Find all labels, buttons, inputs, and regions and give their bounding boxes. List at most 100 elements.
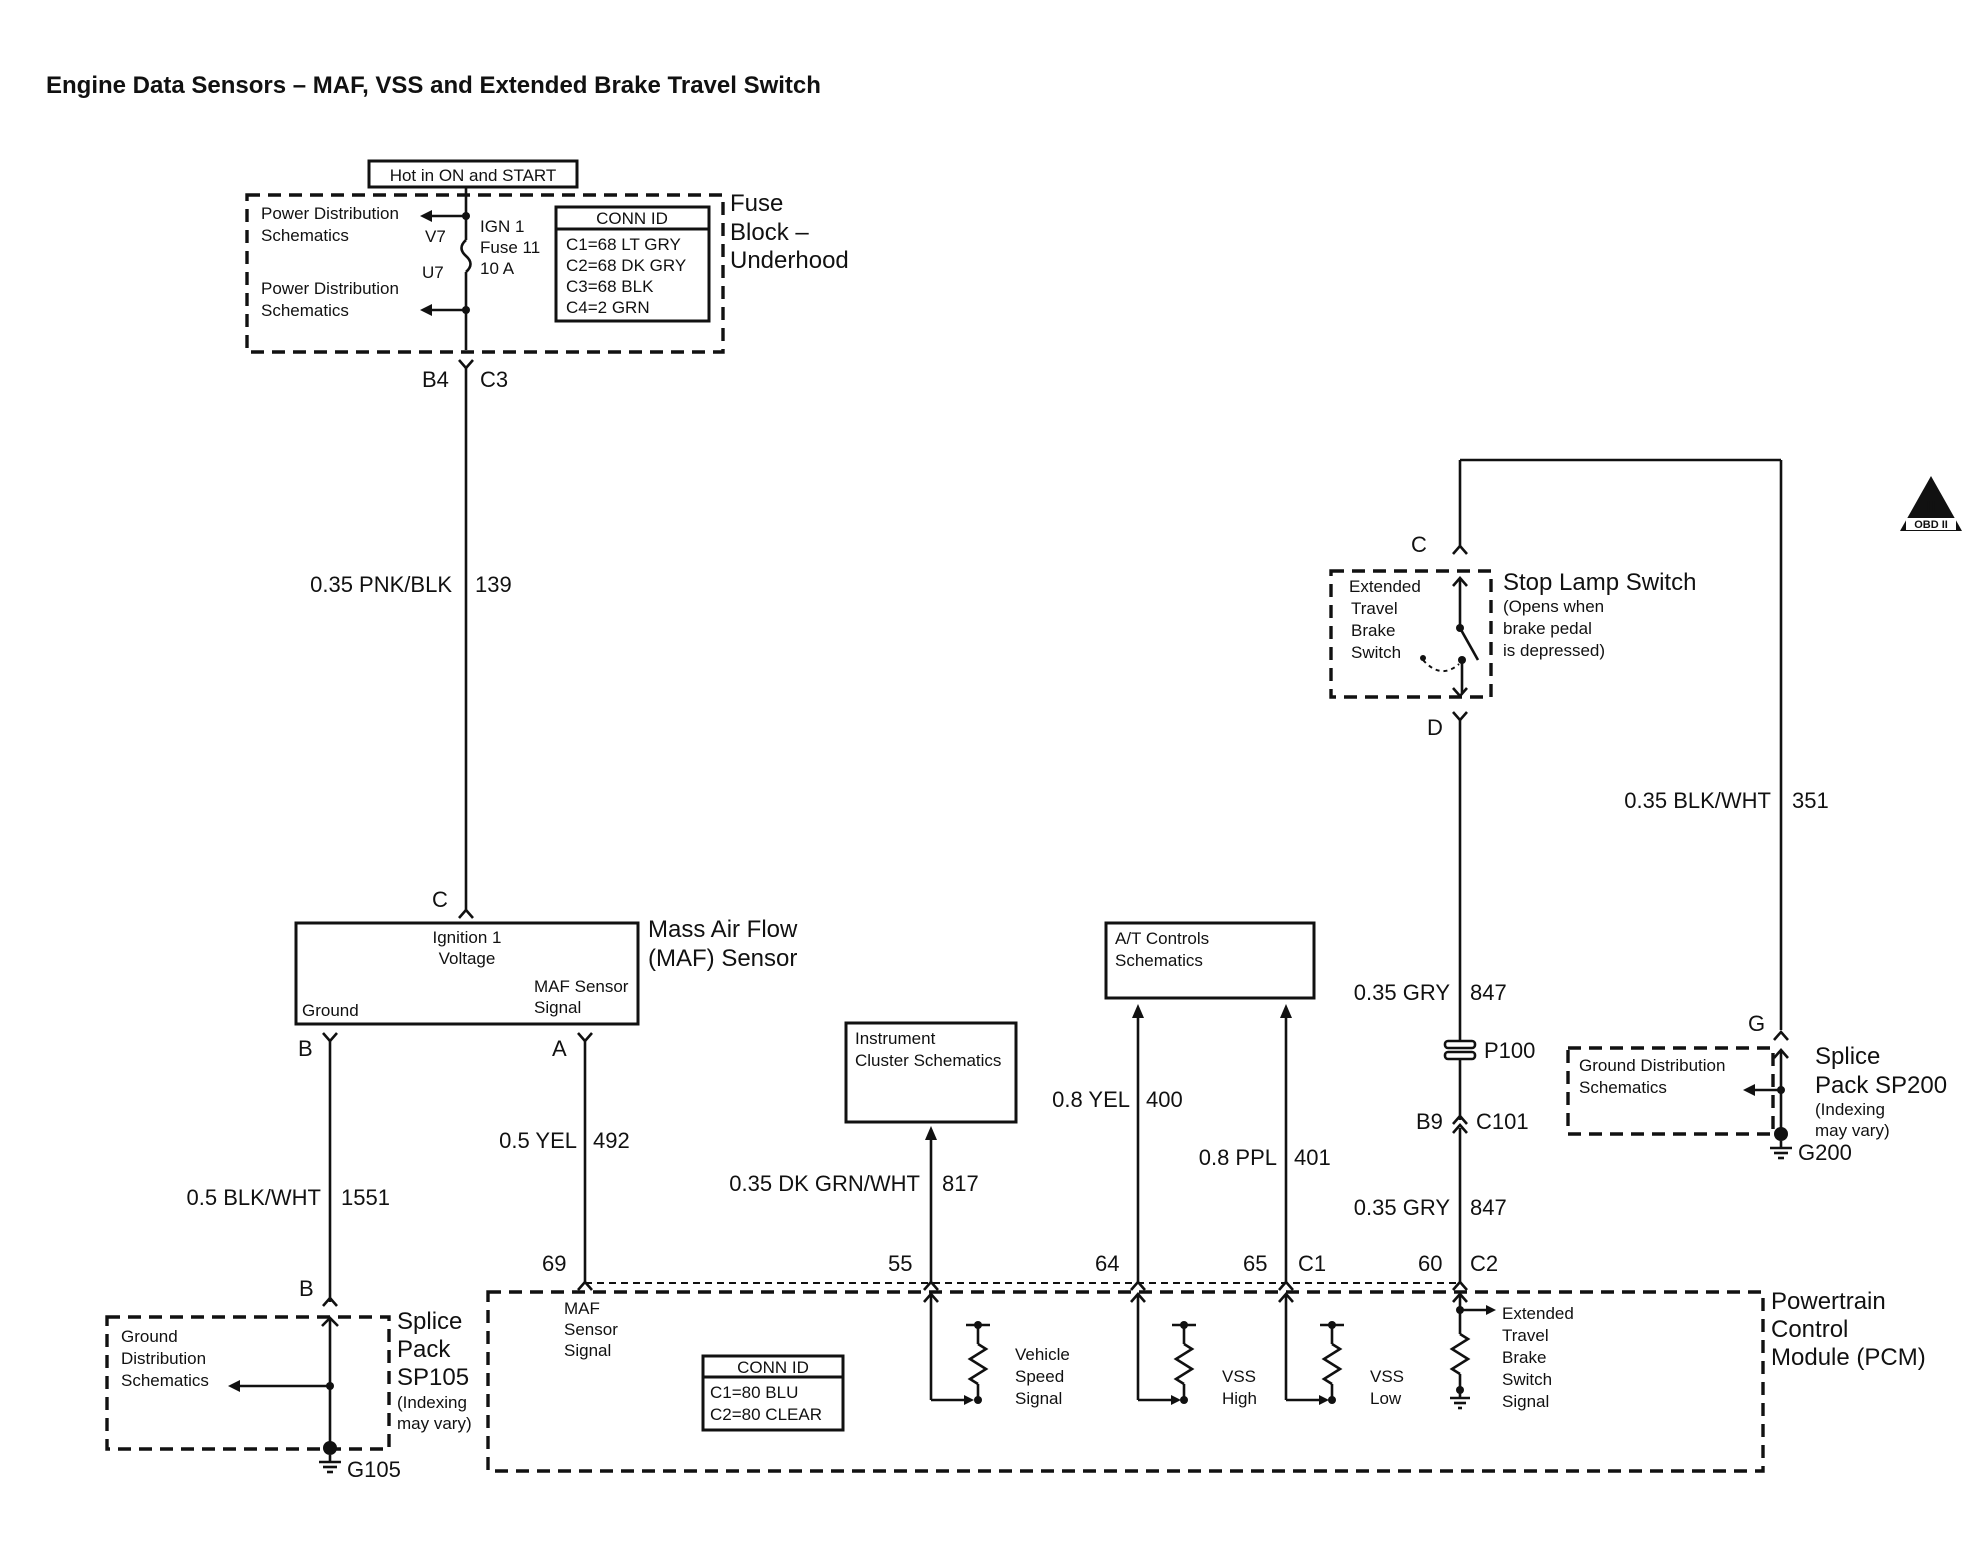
wire-139-gauge: 0.35 PNK/BLK: [310, 572, 452, 597]
wire-400-gauge: 0.8 YEL: [1052, 1087, 1130, 1112]
wire-400-circuit: 400: [1146, 1087, 1183, 1112]
wire-401-circuit: 401: [1294, 1145, 1331, 1170]
pcm-pin-55: 55: [888, 1251, 912, 1276]
pcm-name-3: Module (PCM): [1771, 1344, 1926, 1371]
brake-signal-2: Travel: [1502, 1326, 1549, 1345]
at-controls-label-2: Schematics: [1115, 951, 1203, 970]
pd-schematics-top-2: Schematics: [261, 226, 349, 245]
c101-connector-bottom: [1452, 1123, 1468, 1134]
wire-847-upper-gauge: 0.35 GRY: [1354, 980, 1451, 1005]
wire-139-circuit: 139: [475, 572, 512, 597]
vss-signal-3: Signal: [1015, 1389, 1062, 1408]
obd-ii-roman: II: [1926, 497, 1935, 516]
sp105-name-3: SP105: [397, 1364, 469, 1391]
wire-847-lower-gauge: 0.35 GRY: [1354, 1195, 1451, 1220]
wire-817-gauge: 0.35 DK GRN/WHT: [729, 1171, 920, 1196]
fuse-conn-c1: C1=68 LT GRY: [566, 235, 681, 254]
fuse-conn-id-box: [554, 205, 711, 323]
fuse-conn-id-title: CONN ID: [596, 209, 668, 228]
wire-817: [925, 1126, 937, 1283]
page-title: Engine Data Sensors – MAF, VSS and Exten…: [46, 72, 821, 99]
sp200-splice: [1743, 1048, 1789, 1132]
fuse-label-2: Fuse 11: [480, 238, 540, 257]
instrument-cluster-box: [844, 1021, 1018, 1124]
fuse-block-outline: [245, 193, 725, 354]
sp105-name-2: Pack: [397, 1336, 451, 1363]
brake-signal-5: Signal: [1502, 1392, 1549, 1411]
stop-lamp-pin-c: C: [1411, 532, 1427, 557]
sp200-gd-1: Ground Distribution: [1579, 1056, 1725, 1075]
pd-schematics-bottom-2: Schematics: [261, 301, 349, 320]
c101-pin-b9: B9: [1416, 1109, 1443, 1134]
vss-high-1: VSS: [1222, 1367, 1256, 1386]
sp105-gd-2: Distribution: [121, 1349, 206, 1368]
pcm-pin-65: 65: [1243, 1251, 1267, 1276]
brake-signal-3: Brake: [1502, 1348, 1546, 1367]
pcm-outline: [486, 1290, 1765, 1473]
pcm-pin-69: 69: [542, 1251, 566, 1276]
pcm-pin-60: 60: [1418, 1251, 1442, 1276]
sp105-note-2: may vary): [397, 1414, 472, 1433]
pcm-name-2: Control: [1771, 1316, 1848, 1343]
obd-ii-icon: II OBD II: [1900, 476, 1962, 531]
c101-name: C101: [1476, 1109, 1529, 1134]
maf-signal-label-2: Signal: [534, 998, 581, 1017]
wire-847-upper-circuit: 847: [1470, 980, 1507, 1005]
maf-pin-b: B: [298, 1036, 313, 1061]
sp105-gd-3: Schematics: [121, 1371, 209, 1390]
stop-lamp-note-2: brake pedal: [1503, 619, 1592, 638]
fuse-block-name-1: Fuse: [730, 190, 783, 217]
extended-travel-brake-switch: [1420, 576, 1480, 698]
maf-signal-label-1: MAF Sensor: [534, 977, 629, 996]
pcm-pin-c1: C1: [1298, 1251, 1326, 1276]
wire-1551-gauge: 0.5 BLK/WHT: [187, 1185, 321, 1210]
maf-pin-a: A: [552, 1036, 567, 1061]
sp200-gd-2: Schematics: [1579, 1078, 1667, 1097]
maf-pin-c: C: [432, 887, 448, 912]
wire-817-circuit: 817: [942, 1171, 979, 1196]
hot-in-label-box: [367, 159, 579, 189]
ground-g105-icon: [319, 1441, 341, 1474]
sp200-note-2: may vary): [1815, 1121, 1890, 1140]
sp200-pin-g-connector: [1773, 1030, 1789, 1041]
fuse-conn-c2: C2=68 DK GRY: [566, 256, 686, 275]
sp105-splice: [228, 1316, 339, 1448]
ext-brake-switch-4: Switch: [1351, 643, 1401, 662]
pcm-maf-signal-2: Sensor: [564, 1320, 618, 1339]
pcm-pin-connectors: [577, 1280, 1468, 1291]
at-controls-label-1: A/T Controls: [1115, 929, 1209, 948]
brake-signal-4: Switch: [1502, 1370, 1552, 1389]
pin-b4: B4: [422, 367, 449, 392]
fuse-label-3: 10 A: [480, 259, 515, 278]
vss-high-2: High: [1222, 1389, 1257, 1408]
wire-847-lower-circuit: 847: [1470, 1195, 1507, 1220]
sp200-name-1: Splice: [1815, 1043, 1880, 1070]
vss-high-circuit: [1130, 1292, 1196, 1405]
fuse-conn-c3: C3=68 BLK: [566, 277, 654, 296]
fuse-block-name-3: Underhood: [730, 247, 849, 274]
wire-400: [1132, 1004, 1144, 1283]
maf-ground-label: Ground: [302, 1001, 359, 1020]
wire-401-gauge: 0.8 PPL: [1199, 1145, 1277, 1170]
maf-ign-label-1: Ignition 1: [433, 928, 502, 947]
vss-signal-circuit: [923, 1292, 990, 1405]
fuse-11: [460, 187, 472, 350]
hot-in-label: Hot in ON and START: [390, 166, 557, 185]
pcm-conn-c1: C1=80 BLU: [710, 1383, 798, 1402]
p100-connector: [1443, 1039, 1477, 1061]
instrument-label-1: Instrument: [855, 1029, 936, 1048]
pin-c3: C3: [480, 367, 508, 392]
wire-1551-circuit: 1551: [341, 1185, 390, 1210]
vss-low-1: VSS: [1370, 1367, 1404, 1386]
pcm-pin-c2: C2: [1470, 1251, 1498, 1276]
sp105-name-1: Splice: [397, 1308, 462, 1335]
ext-brake-switch-2: Travel: [1351, 599, 1398, 618]
fuse-block-name-2: Block –: [730, 219, 809, 246]
pcm-conn-id-box: [701, 1354, 845, 1432]
brake-signal-1: Extended: [1502, 1304, 1574, 1323]
sp105-pin-b: B: [299, 1276, 314, 1301]
fuse-conn-c4: C4=2 GRN: [566, 298, 650, 317]
pd-schematics-top-1: Power Distribution: [261, 204, 399, 223]
sp105-note-1: (Indexing: [397, 1393, 467, 1412]
vss-low-2: Low: [1370, 1389, 1402, 1408]
